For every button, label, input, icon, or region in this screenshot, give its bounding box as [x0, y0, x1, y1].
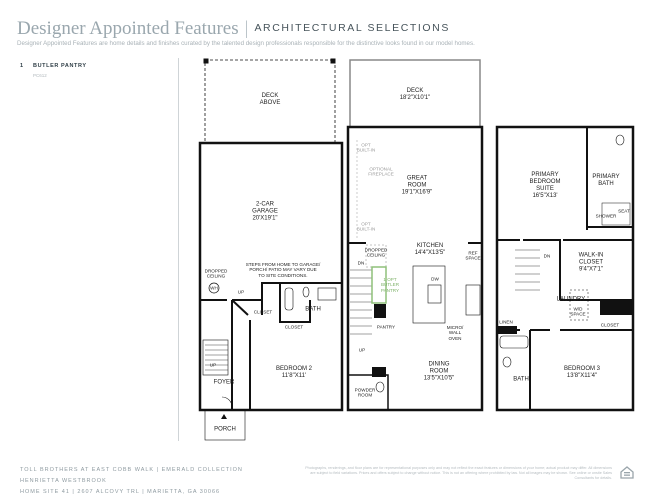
shower-outline: [601, 202, 631, 226]
label-dn: DN: [357, 260, 365, 266]
lower-level-walls: [198, 141, 344, 412]
label-wh: WH: [210, 285, 218, 291]
title-separator: |: [244, 18, 249, 39]
feature-name[interactable]: BUTLER PANTRY: [33, 63, 87, 69]
footer-address: HOME SITE 41 | 2607 ALCOVY TRL | MARIETT…: [20, 489, 221, 495]
cooktop-icon: [465, 284, 481, 316]
label-pantry: PANTRY: [376, 324, 396, 330]
footer-community: TOLL BROTHERS AT EAST COBB WALK | EMERAL…: [20, 467, 243, 473]
label-closet: CLOSET: [284, 324, 304, 330]
main-level-walls: [346, 125, 484, 412]
divider: [178, 58, 179, 441]
label-laundry: LAUNDRY: [556, 296, 586, 303]
water-heater-icon: [208, 282, 220, 294]
title-text: Designer Appointed Features: [17, 18, 239, 39]
label-up: UP: [358, 347, 366, 353]
footer-plan-name: HENRIETTA WESTBROOK: [20, 478, 107, 484]
label-bath: BATH: [305, 306, 321, 313]
feature-number: 1: [20, 63, 24, 69]
toilet-icon: [302, 286, 310, 298]
label-up: UP: [237, 289, 245, 295]
subtitle: ARCHITECTURAL SELECTIONS: [254, 22, 450, 34]
label-steps-note: STEPS FROM HOME TO GARAGE/PORCH/ PATIO M…: [245, 261, 321, 278]
bathtub-icon: [499, 335, 529, 349]
label-foyer: FOYER: [213, 379, 235, 386]
equal-housing-icon: [620, 466, 634, 479]
bathtub-icon: [284, 287, 294, 311]
label-seat: SEAT: [618, 208, 630, 214]
sink-icon: [427, 284, 442, 304]
porch-outline: [204, 409, 246, 441]
toilet-icon: [502, 356, 512, 368]
kitchen-island: [412, 265, 446, 324]
toilet-icon: [375, 381, 385, 393]
label-dn: DN: [543, 253, 551, 259]
label-dw: DW: [431, 276, 439, 282]
upper-level-walls: [495, 125, 635, 412]
label-up: UP: [209, 362, 217, 368]
label-porch: PORCH: [214, 426, 236, 433]
label-closet: CLOSET: [253, 309, 273, 315]
label-shower: SHOWER: [595, 213, 617, 219]
feature-code: PC612: [33, 73, 47, 78]
butler-pantry-highlight: [371, 266, 387, 304]
page-title: Designer Appointed Features| ARCHITECTURA…: [17, 18, 450, 40]
toilet-icon: [615, 134, 625, 146]
label-linen: LINEN: [499, 319, 513, 325]
label-closet: CLOSET: [600, 322, 620, 328]
description: Designer Appointed Features are home det…: [17, 40, 475, 47]
label-bath: BATH: [513, 376, 529, 383]
entry-arrow-icon: [221, 414, 227, 419]
legal-disclaimer: Photographs, renderings, and floor plans…: [305, 466, 612, 480]
sink-icon: [317, 287, 337, 301]
